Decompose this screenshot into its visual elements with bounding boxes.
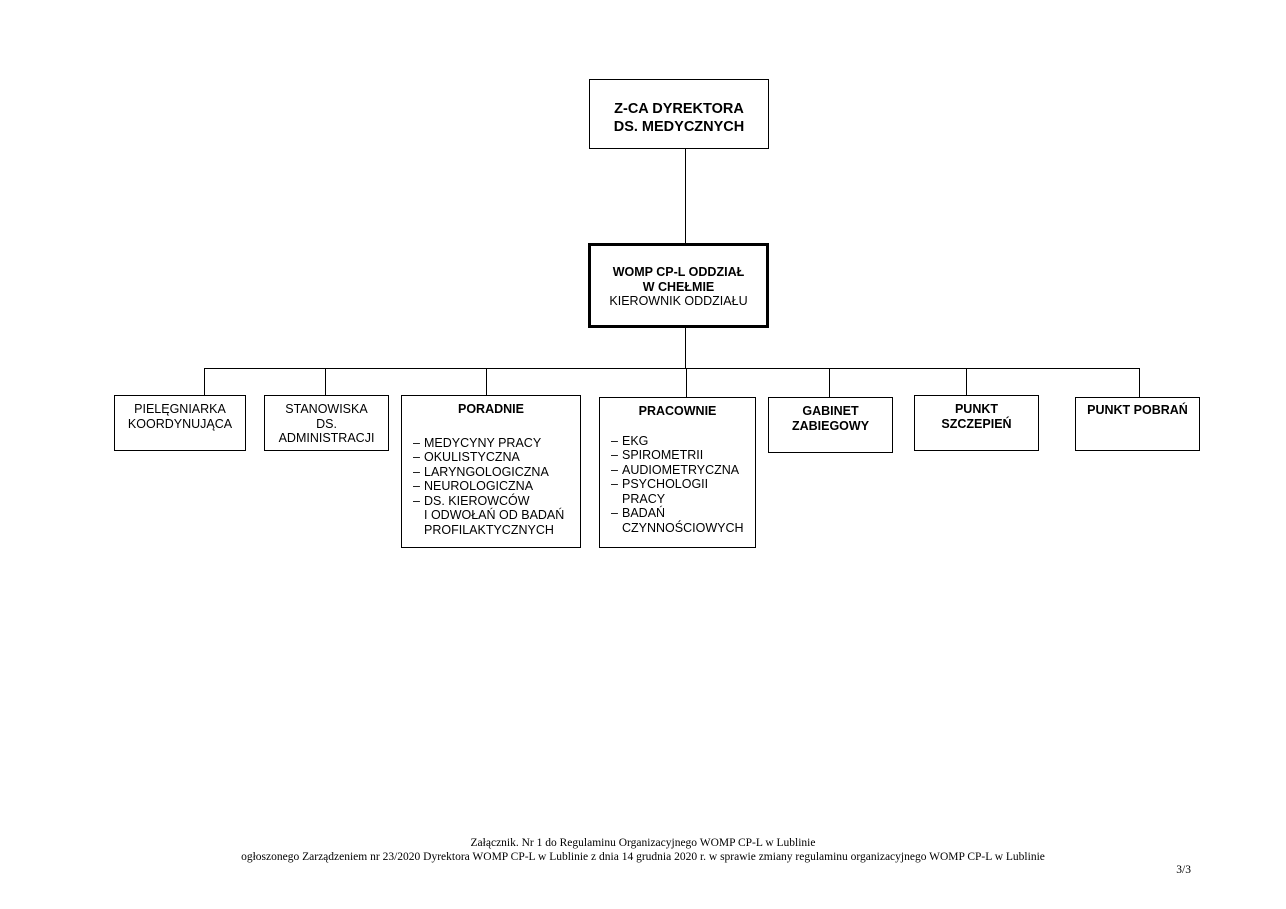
connector-top-to-branch bbox=[685, 148, 686, 244]
poradnie-item-okulistyczna: OKULISTYCZNA bbox=[424, 450, 520, 464]
node-zca-dyrektora: Z-CA DYREKTORA DS. MEDYCZNYCH bbox=[589, 79, 769, 149]
pracownie-list: –EKG –SPIROMETRII –AUDIOMETRYCZNA –PSYCH… bbox=[611, 434, 751, 536]
pracownie-item-audiometryczna: AUDIOMETRYCZNA bbox=[622, 462, 740, 477]
connector-drop-gabinet bbox=[829, 368, 830, 398]
list-item: –LARYNGOLOGICZNA bbox=[413, 465, 576, 480]
page-number: 3/3 bbox=[1176, 864, 1191, 876]
node-szczepien-line1: PUNKT bbox=[954, 402, 999, 416]
node-pielegniarka-line2: KOORDYNUJĄCA bbox=[127, 416, 233, 431]
list-item: –EKG bbox=[611, 434, 751, 449]
list-item: –OKULISTYCZNA bbox=[413, 450, 576, 465]
node-stanowiska-line3: ADMINISTRACJI bbox=[278, 431, 375, 445]
poradnie-item-medycyny-pracy: MEDYCYNY PRACY bbox=[424, 435, 542, 450]
node-stanowiska-line1: STANOWISKA bbox=[285, 402, 368, 416]
list-item: –PSYCHOLOGII PRACY bbox=[611, 477, 751, 506]
connector-drop-pielegniarka bbox=[204, 368, 205, 396]
footer-line2: ogłoszonego Zarządzeniem nr 23/2020 Dyre… bbox=[241, 851, 1045, 863]
connector-drop-poradnie bbox=[486, 368, 487, 396]
pracownie-item-ekg: EKG bbox=[622, 433, 649, 448]
node-pobran-line1: PUNKT POBRAŃ bbox=[1087, 403, 1188, 417]
node-poradnie-title: PORADNIE bbox=[458, 402, 524, 416]
node-pracownie-title: PRACOWNIE bbox=[638, 404, 717, 418]
connector-bus bbox=[204, 368, 1140, 369]
list-dash: – bbox=[413, 435, 420, 450]
node-gabinet-zabiegowy: GABINET ZABIEGOWY bbox=[768, 397, 893, 453]
node-gabinet-line1: GABINET bbox=[802, 404, 859, 418]
node-szczepien-line2: SZCZEPIEŃ bbox=[941, 416, 1012, 431]
node-womp-oddzial-chelm: WOMP CP-L ODDZIAŁ W CHEŁMIE KIEROWNIK OD… bbox=[588, 243, 769, 328]
pracownie-item-badan-czynnosciowych: BADAŃ CZYNNOŚCIOWYCH bbox=[622, 506, 744, 535]
list-item: –AUDIOMETRYCZNA bbox=[611, 463, 751, 478]
list-dash: – bbox=[413, 493, 420, 508]
poradnie-item-neurologiczna: NEUROLOGICZNA bbox=[424, 479, 534, 493]
pracownie-item-spirometrii: SPIROMETRII bbox=[622, 448, 704, 462]
poradnie-item-laryngologiczna: LARYNGOLOGICZNA bbox=[424, 464, 549, 479]
list-item: –SPIROMETRII bbox=[611, 448, 751, 463]
node-gabinet-line2: ZABIEGOWY bbox=[791, 418, 870, 433]
list-dash: – bbox=[611, 448, 618, 462]
node-zca-dyrektora-line1: Z-CA DYREKTORA bbox=[614, 101, 744, 117]
list-dash: – bbox=[611, 462, 618, 477]
pracownie-item-psychologii-pracy: PSYCHOLOGII PRACY bbox=[622, 477, 709, 506]
node-pracownie: PRACOWNIE –EKG –SPIROMETRII –AUDIOMETRYC… bbox=[599, 397, 756, 548]
node-stanowiska-line2: DS. bbox=[316, 416, 337, 431]
list-item: –DS. KIEROWCÓW I ODWOŁAŃ OD BADAŃ PROFIL… bbox=[413, 494, 576, 538]
list-dash: – bbox=[413, 450, 420, 464]
list-dash: – bbox=[611, 506, 618, 520]
list-dash: – bbox=[611, 477, 618, 491]
node-stanowiska-administracji: STANOWISKA DS. ADMINISTRACJI bbox=[264, 395, 389, 451]
connector-drop-pracownie bbox=[686, 368, 687, 398]
node-poradnie: PORADNIE –MEDYCYNY PRACY –OKULISTYCZNA –… bbox=[401, 395, 581, 548]
poradnie-item-ds-kierowcow: DS. KIEROWCÓW I ODWOŁAŃ OD BADAŃ PROFILA… bbox=[424, 493, 565, 537]
list-dash: – bbox=[611, 433, 618, 448]
list-dash: – bbox=[413, 479, 420, 493]
node-pielegniarka-line1: PIELĘGNIARKA bbox=[134, 402, 226, 416]
node-punkt-pobran: PUNKT POBRAŃ bbox=[1075, 397, 1200, 451]
connector-drop-szczepien bbox=[966, 368, 967, 396]
list-item: –MEDYCYNY PRACY bbox=[413, 436, 576, 451]
connector-drop-stanowiska bbox=[325, 368, 326, 396]
connector-branch-to-bus bbox=[685, 327, 686, 369]
connector-drop-pobran bbox=[1139, 368, 1140, 398]
node-zca-dyrektora-line2: DS. MEDYCZNYCH bbox=[613, 118, 745, 135]
node-womp-oddzial-line2: W CHEŁMIE bbox=[642, 279, 715, 294]
footer-line1: Załącznik. Nr 1 do Regulaminu Organizacy… bbox=[470, 837, 816, 849]
poradnie-list: –MEDYCYNY PRACY –OKULISTYCZNA –LARYNGOLO… bbox=[413, 436, 576, 538]
node-womp-oddzial-line1: WOMP CP-L ODDZIAŁ bbox=[612, 265, 745, 279]
node-womp-oddzial-line3: KIEROWNIK ODDZIAŁU bbox=[609, 294, 748, 308]
list-item: –NEUROLOGICZNA bbox=[413, 479, 576, 494]
list-dash: – bbox=[413, 464, 420, 479]
node-pielegniarka-koordynujaca: PIELĘGNIARKA KOORDYNUJĄCA bbox=[114, 395, 246, 451]
node-punkt-szczepien: PUNKT SZCZEPIEŃ bbox=[914, 395, 1039, 451]
list-item: –BADAŃ CZYNNOŚCIOWYCH bbox=[611, 506, 751, 535]
